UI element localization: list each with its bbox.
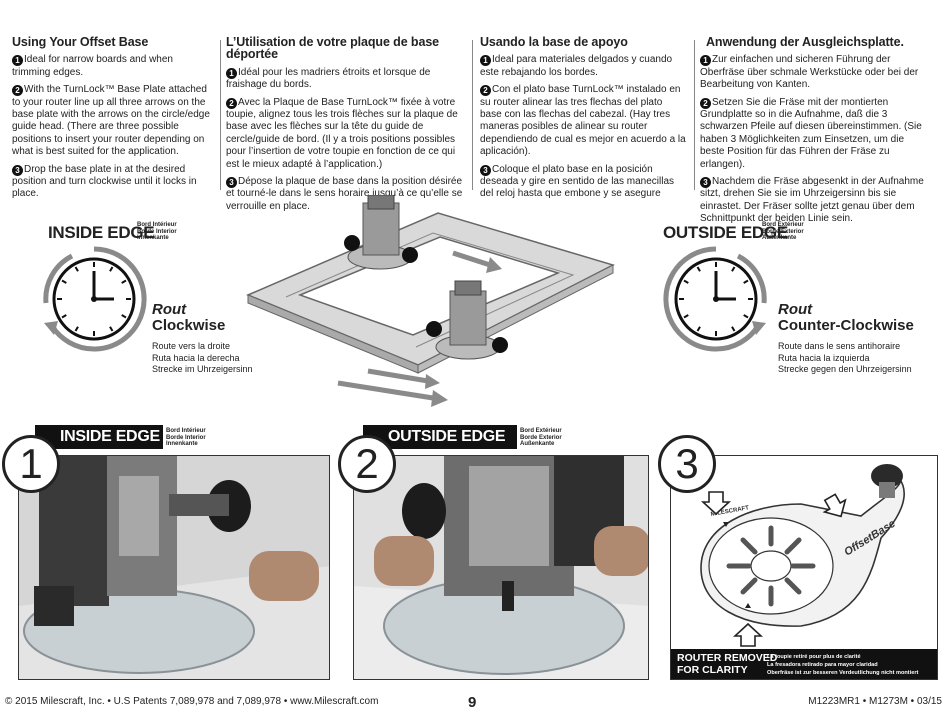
inside-edge-banner: INSIDE EDGE [35, 425, 163, 449]
column-divider [472, 40, 473, 190]
outside-edge-translations: Bord Extérieur Borde Exterior Außenkante [762, 222, 804, 242]
inside-edge-translations: Bord Intérieur Borde Interior Innenkante [137, 222, 177, 242]
page-number: 9 [468, 694, 477, 711]
col-heading: Using Your Offset Base [12, 35, 149, 49]
router-removed-label: ROUTER REMOVED FOR CLARITY La toupie ret… [671, 649, 937, 679]
col-heading: Anwendung der Ausgleichsplatte. [706, 35, 904, 49]
counter-clockwise-clock-icon [663, 246, 767, 352]
inside-edge-banner-translations: Bord Intérieur Borde Interior Innenkante [166, 428, 206, 448]
router-frame-illustration [246, 195, 616, 407]
outside-rout-translations: Route dans le sens antihoraire Ruta haci… [778, 341, 912, 374]
column-divider [220, 40, 221, 190]
photo-outside-edge [353, 455, 649, 680]
step-number-badge: 1 [2, 435, 60, 493]
col-french: L’Utilisation de votre plaque de base dé… [226, 35, 464, 212]
base-plate-drawing: OffsetBase MILESCRAFT [671, 456, 937, 679]
inside-rout-translations: Route vers la droite Ruta hacia la derec… [152, 341, 253, 374]
col-heading: L’Utilisation de votre plaque de base dé… [226, 35, 440, 62]
router-photo-image [19, 456, 329, 679]
col-heading: Usando la base de apoyo [480, 35, 628, 49]
outside-edge-title: OUTSIDE EDGE [663, 223, 788, 242]
copyright-text: © 2015 Milescraft, Inc. • U.S Patents 7,… [5, 696, 379, 707]
clockwise-clock-icon [43, 246, 147, 352]
photo-inside-edge [18, 455, 330, 680]
outside-edge-banner-translations: Bord Extérieur Borde Exterior Außenkante [520, 428, 562, 448]
inside-edge-title: INSIDE EDGE [48, 223, 155, 242]
step-number-badge: 2 [338, 435, 396, 493]
step-number-badge: 3 [658, 435, 716, 493]
outside-rout-direction: Rout Counter-Clockwise [778, 301, 914, 334]
model-code: M1223MR1 • M1273M • 03/15 [808, 696, 942, 707]
router-photo-image [354, 456, 648, 679]
inside-rout-direction: Rout Clockwise [152, 301, 226, 334]
photo-base-plate-diagram: OffsetBase MILESCRAFT ROUTER REMOVED FOR… [670, 455, 938, 680]
column-divider [694, 40, 695, 190]
outside-edge-banner: OUTSIDE EDGE [363, 425, 517, 449]
